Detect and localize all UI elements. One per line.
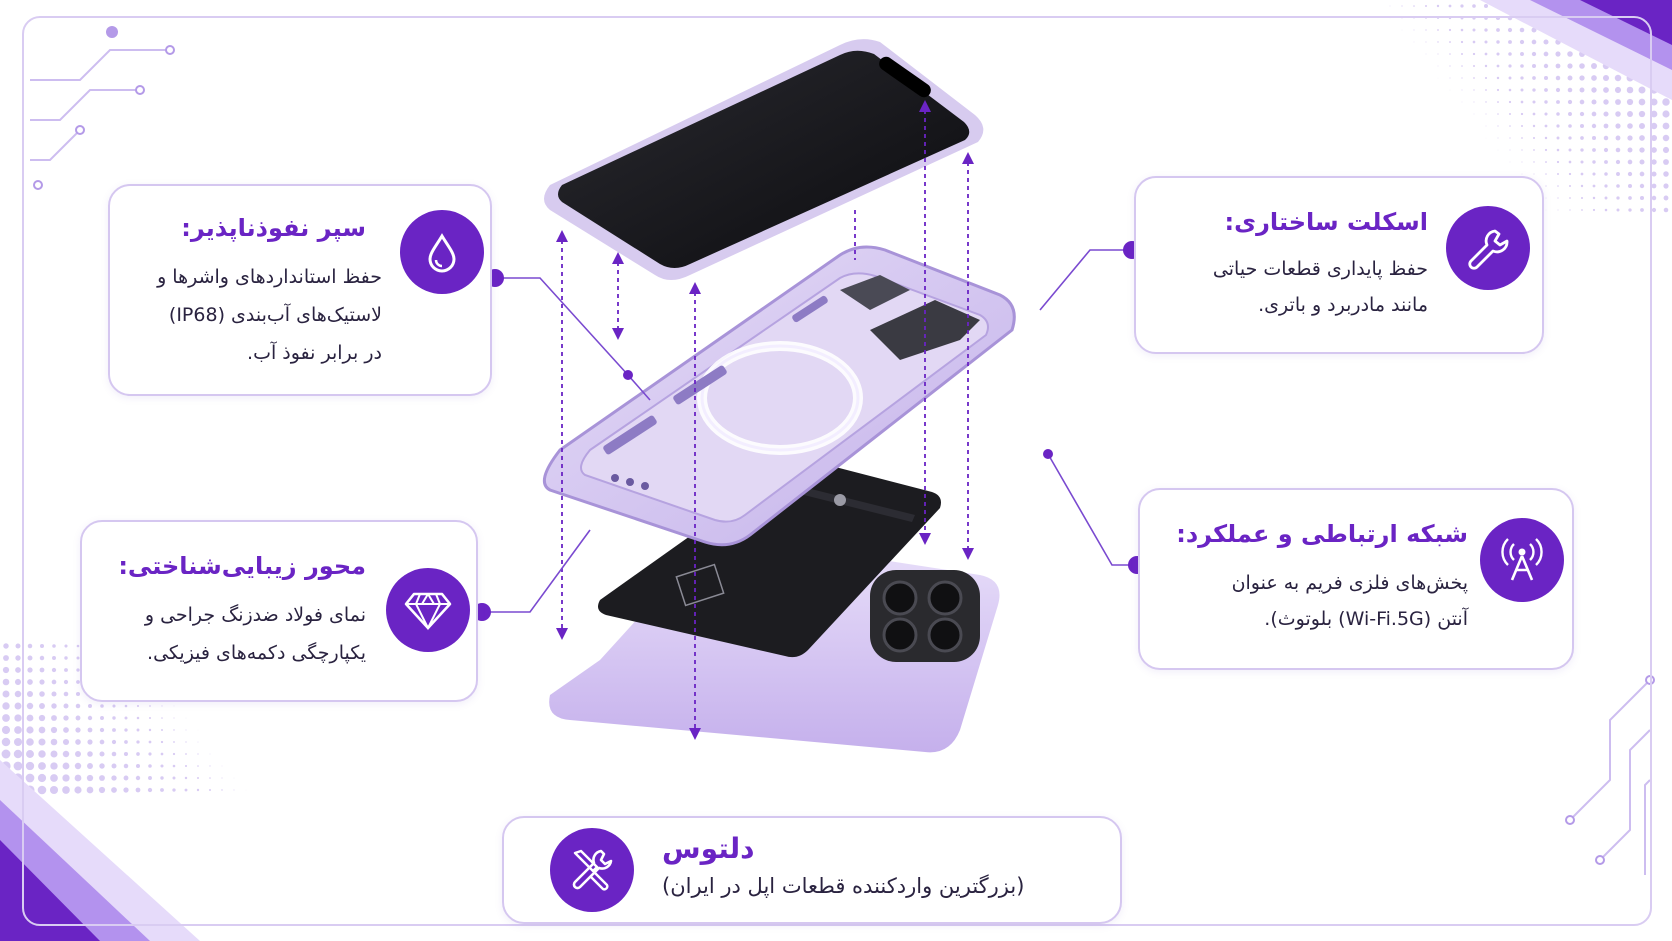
card-title: شبکه ارتباطی و عملکرد: <box>1176 520 1468 548</box>
diamond-icon <box>386 568 470 652</box>
camera-bump <box>870 570 980 662</box>
display-layer <box>544 39 984 280</box>
card-line: لاستیک‌های آب‌بندی (IP68) <box>168 304 382 326</box>
feature-card-network: شبکه ارتباطی و عملکرد: پخش‌های فلزی فریم… <box>1138 488 1574 670</box>
decorative-corner-bottom-left <box>0 760 200 941</box>
decorative-circuit-right <box>1565 675 1655 875</box>
card-line: پخش‌های فلزی فریم به عنوان <box>1231 572 1468 594</box>
card-line: یکپارچگی دکمه‌های فیزیکی. <box>147 642 366 664</box>
water-drop-icon <box>400 210 484 294</box>
brand-name: دلتوس <box>662 832 755 865</box>
card-line: در برابر نفوذ آب. <box>247 342 382 364</box>
wrench-icon <box>1446 206 1530 290</box>
card-title: سپر نفوذناپذیر: <box>181 214 366 242</box>
brand-card: دلتوس (بزرگترین واردکننده قطعات اپل در ا… <box>502 816 1122 924</box>
card-line: آنتن (Wi-Fi.5G) بلوتوث). <box>1264 608 1468 630</box>
feature-card-aesthetic: محور زیبایی‌شناختی: نمای فولاد ضدزنگ جرا… <box>80 520 478 702</box>
battery-layer <box>598 460 941 658</box>
exploded-phone-illustration <box>542 39 1016 753</box>
card-line: حفظ پایداری قطعات حیاتی <box>1212 258 1428 280</box>
card-line: مانند مادربرد و باتری. <box>1258 294 1428 316</box>
decorative-circuit-left <box>30 26 175 190</box>
feature-card-waterproof: سپر نفوذناپذیر: حفظ استانداردهای واشرها … <box>108 184 492 396</box>
card-title: اسکلت ساختاری: <box>1224 208 1428 236</box>
mid-frame-layer <box>542 245 1016 547</box>
outer-frame <box>22 16 1652 926</box>
tools-icon <box>550 828 634 912</box>
feature-card-skeleton: اسکلت ساختاری: حفظ پایداری قطعات حیاتی م… <box>1134 176 1544 354</box>
card-line: نمای فولاد ضدزنگ جراحی و <box>144 604 366 626</box>
card-title: محور زیبایی‌شناختی: <box>118 552 366 580</box>
antenna-icon <box>1480 518 1564 602</box>
brand-tagline: (بزرگترین واردکننده قطعات اپل در ایران) <box>662 874 1025 898</box>
card-line: حفظ استانداردهای واشرها و <box>157 266 382 288</box>
alignment-arrowheads <box>556 100 974 740</box>
